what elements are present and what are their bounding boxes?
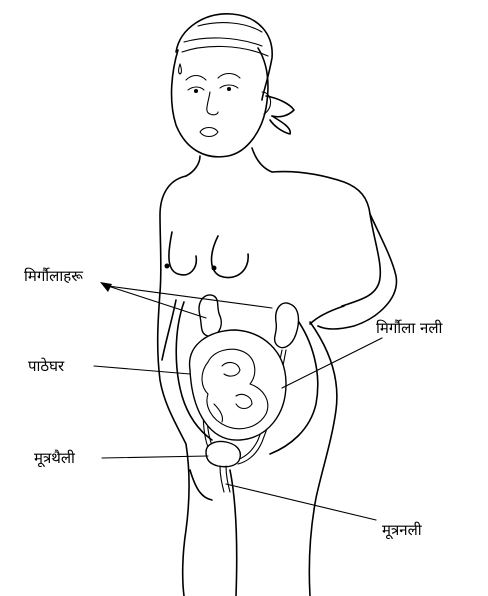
bladder xyxy=(206,441,240,466)
label-ureter: मिर्गौला नली xyxy=(376,318,442,338)
head-drawing xyxy=(172,14,294,157)
label-bladder: मूत्रथैली xyxy=(34,448,75,468)
organs-drawing xyxy=(190,295,299,492)
right-kidney xyxy=(275,303,299,348)
label-urethra: मूत्रनली xyxy=(382,520,422,540)
label-kidneys: मिर्गौलाहरू xyxy=(24,266,83,286)
label-uterus: पाठेघर xyxy=(28,356,64,376)
uterus xyxy=(190,330,286,440)
